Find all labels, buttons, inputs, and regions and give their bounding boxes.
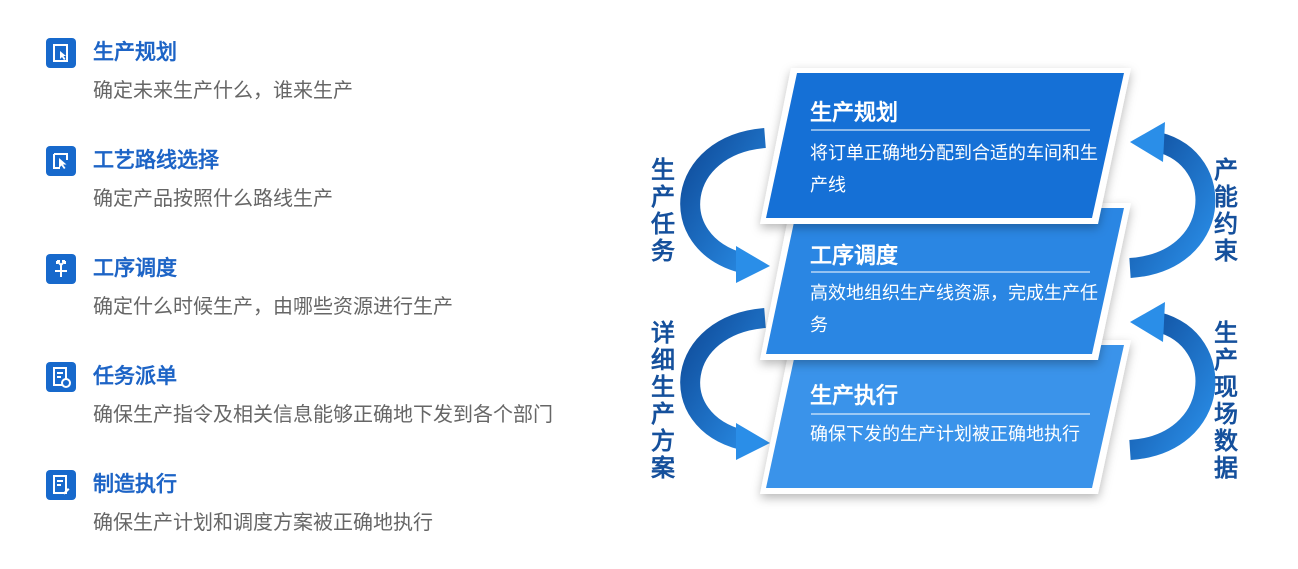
list-item-title: 任务派单 — [93, 364, 177, 388]
list-item-desc: 确保生产计划和调度方案被正确地执行 — [93, 510, 433, 534]
list-item-desc: 确定未来生产什么，谁来生产 — [93, 78, 353, 102]
label-capacity-constraint: 产能约束 — [1214, 156, 1238, 265]
list-item: 任务派单 确保生产指令及相关信息能够正确地下发到各个部门 — [46, 358, 646, 438]
list-item-desc: 确定什么时候生产，由哪些资源进行生产 — [93, 294, 453, 318]
list-item-title: 工序调度 — [93, 256, 177, 280]
card-1 — [760, 68, 1131, 224]
list-item-title: 生产规划 — [93, 40, 177, 64]
card-3-desc: 确保下发的生产计划被正确地执行 — [810, 424, 1080, 445]
route-split-icon — [46, 254, 76, 284]
document-check-icon — [46, 362, 76, 392]
label-production-task: 生产任务 — [651, 156, 675, 265]
card-3 — [760, 340, 1131, 494]
right-top-arrow — [1128, 122, 1216, 278]
label-detailed-plan: 详细生产方案 — [651, 319, 675, 482]
label-site-data: 生产现场数据 — [1214, 319, 1238, 482]
list-item-desc: 确定产品按照什么路线生产 — [93, 186, 333, 210]
card-3-title: 生产执行 — [810, 384, 899, 409]
list-item-desc: 确保生产指令及相关信息能够正确地下发到各个部门 — [93, 402, 553, 426]
left-bottom-arrow — [680, 308, 770, 460]
list-item: 生产规划 确定未来生产什么，谁来生产 — [46, 34, 646, 114]
document-cursor-icon — [46, 38, 76, 68]
list-item-title: 制造执行 — [93, 472, 177, 496]
card-2-desc: 高效地组织生产线资源，完成生产任务 — [810, 283, 1098, 336]
document-edit-icon — [46, 470, 76, 500]
card-2 — [760, 203, 1131, 360]
card-1-title: 生产规划 — [810, 101, 899, 126]
list-item: 工序调度 确定什么时候生产，由哪些资源进行生产 — [46, 250, 646, 330]
left-top-arrow — [680, 128, 770, 283]
card-2-title: 工序调度 — [810, 244, 899, 269]
cursor-select-icon — [46, 146, 76, 176]
list-item: 工艺路线选择 确定产品按照什么路线生产 — [46, 142, 646, 222]
list-item: 制造执行 确保生产计划和调度方案被正确地执行 — [46, 466, 646, 546]
card-1-desc: 将订单正确地分配到合适的车间和生产线 — [810, 143, 1098, 196]
right-bottom-arrow — [1128, 302, 1216, 460]
list-item-title: 工艺路线选择 — [93, 148, 219, 172]
